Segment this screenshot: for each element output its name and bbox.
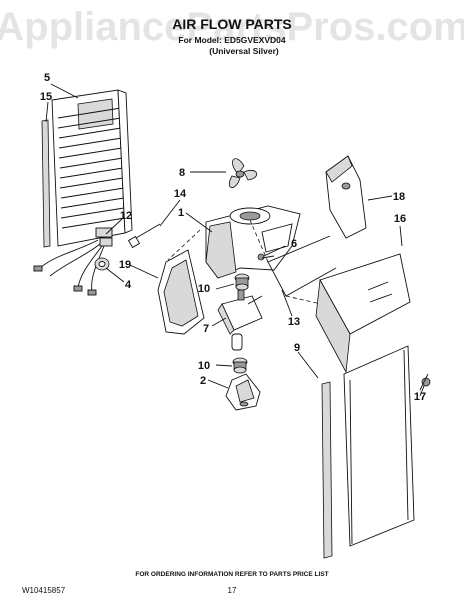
callout-2: 2: [200, 375, 206, 387]
sensor-part: [127, 223, 161, 249]
callout-4: 4: [125, 279, 132, 291]
fan-hub-upper-part: [234, 273, 250, 291]
callout-13: 13: [288, 316, 300, 328]
evaporator-cover-part: [51, 89, 133, 247]
callout-14: 14: [174, 188, 187, 200]
callout-17: 17: [414, 391, 426, 403]
callout-5: 5: [44, 72, 50, 84]
wire-harness-part: [33, 227, 113, 296]
callout-1: 1: [178, 207, 184, 219]
fan-hub-lower-part: [232, 357, 248, 374]
callout-6: 6: [291, 238, 297, 250]
screw-part: [257, 253, 275, 261]
ordering-note: FOR ORDERING INFORMATION REFER TO PARTS …: [135, 571, 329, 578]
callout-12: 12: [120, 210, 132, 222]
callout-10-lower: 10: [198, 360, 210, 372]
foam-strip-15: [41, 119, 51, 248]
screw-17: [419, 377, 431, 397]
callout-18: 18: [393, 191, 405, 203]
air-duct-16: [315, 253, 415, 547]
fan-blade-part: [228, 158, 257, 188]
grommet-part: [94, 257, 110, 271]
variant-line: (Universal Silver): [209, 46, 279, 56]
watermark-text: AppliancePartsPros.com: [0, 5, 464, 49]
callout-19: 19: [119, 259, 131, 271]
callout-10-upper: 10: [198, 283, 210, 295]
callout-15: 15: [40, 91, 52, 103]
fan-housing-part: [205, 205, 301, 279]
callout-7: 7: [203, 323, 209, 335]
cover-panel-18: [325, 155, 367, 239]
page-number: 17: [227, 586, 237, 595]
model-line: For Model: ED5GVEXVD04: [178, 35, 285, 45]
foam-strip-9: [321, 381, 333, 559]
callout-9: 9: [294, 342, 300, 354]
document-number: W10415857: [22, 586, 66, 595]
callout-8: 8: [179, 167, 185, 179]
callout-16: 16: [394, 213, 406, 225]
motor-bracket-part: [225, 373, 261, 411]
fan-motor-part: [217, 289, 263, 351]
page-title: AIR FLOW PARTS: [172, 16, 292, 32]
